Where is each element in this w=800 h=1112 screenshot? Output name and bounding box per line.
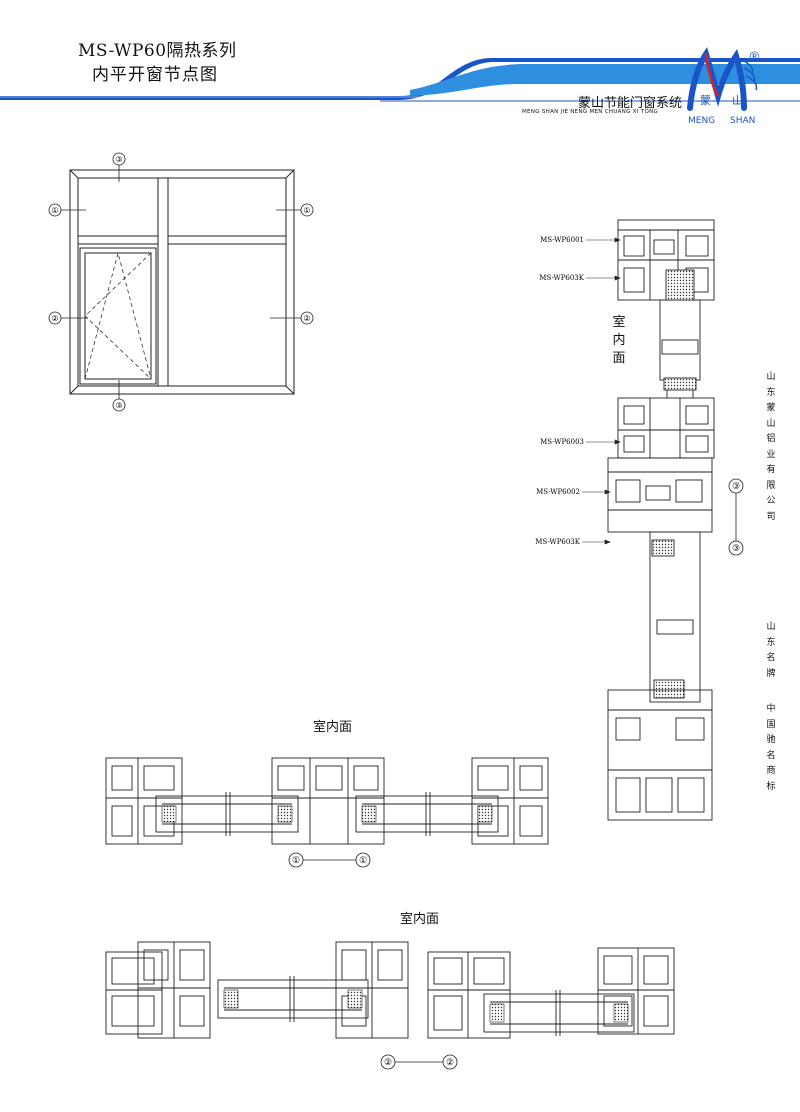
honor-1-vertical: 山东名牌 [766, 622, 776, 679]
section-marker-top: ③ [732, 482, 740, 492]
part-label-2: MS-WP603K [539, 274, 584, 282]
section1-marker-left: ① [292, 856, 300, 866]
elev-marker-left-2: ② [51, 314, 58, 323]
section2-marker-left: ② [384, 1058, 392, 1068]
page-title: MS-WP60隔热系列 [78, 41, 237, 61]
header-swoosh [0, 58, 800, 102]
logo-cn-1: 蒙 [700, 94, 711, 107]
section-2: ② ② [105, 941, 675, 1070]
logo-en-2: SHAN [730, 116, 756, 126]
vertical-section: MS-WP6001 MS-WP603K MS-WP6003 MS-WP6002 … [535, 219, 744, 821]
logo-en-1: MENG [688, 116, 716, 126]
brand-name-en: MENG SHAN JIE NENG MEN CHUANG XI TONG [522, 109, 659, 115]
elev-marker-left-1: ① [51, 206, 58, 215]
part-label-3: MS-WP6003 [540, 438, 584, 446]
elev-marker-bottom: ③ [115, 401, 122, 410]
section1-marker-right: ① [359, 856, 367, 866]
part-label-1: MS-WP6001 [540, 236, 584, 244]
part-label-5: MS-WP603K [535, 538, 580, 546]
section2-marker-right: ② [446, 1058, 454, 1068]
logo-cn-2: 山 [732, 94, 743, 107]
brand-logo: ® 蒙 山 [687, 46, 761, 111]
page-subtitle: 内平开窗节点图 [92, 65, 218, 85]
section1-indoor-label: 室内面 [313, 720, 353, 735]
section2-indoor-label: 室内面 [400, 912, 440, 927]
elev-marker-top: ③ [115, 155, 122, 164]
window-elevation: ③ ① ① ② ② ③ [48, 152, 314, 412]
vertical-indoor-label: 室内面 [612, 315, 626, 366]
elev-marker-right-2: ② [303, 314, 310, 323]
section-1: ① ① [105, 757, 549, 868]
section-marker-bottom: ③ [732, 544, 740, 554]
company-name-vertical: 山东蒙山铝业有限公司 [766, 372, 776, 522]
honor-2-vertical: 中国驰名商标 [766, 704, 776, 792]
registered-mark: ® [748, 50, 761, 65]
brand-name-cn: 蒙山节能门窗系统 [578, 96, 683, 111]
part-label-4: MS-WP6002 [536, 488, 580, 496]
elev-marker-right-1: ① [303, 206, 310, 215]
